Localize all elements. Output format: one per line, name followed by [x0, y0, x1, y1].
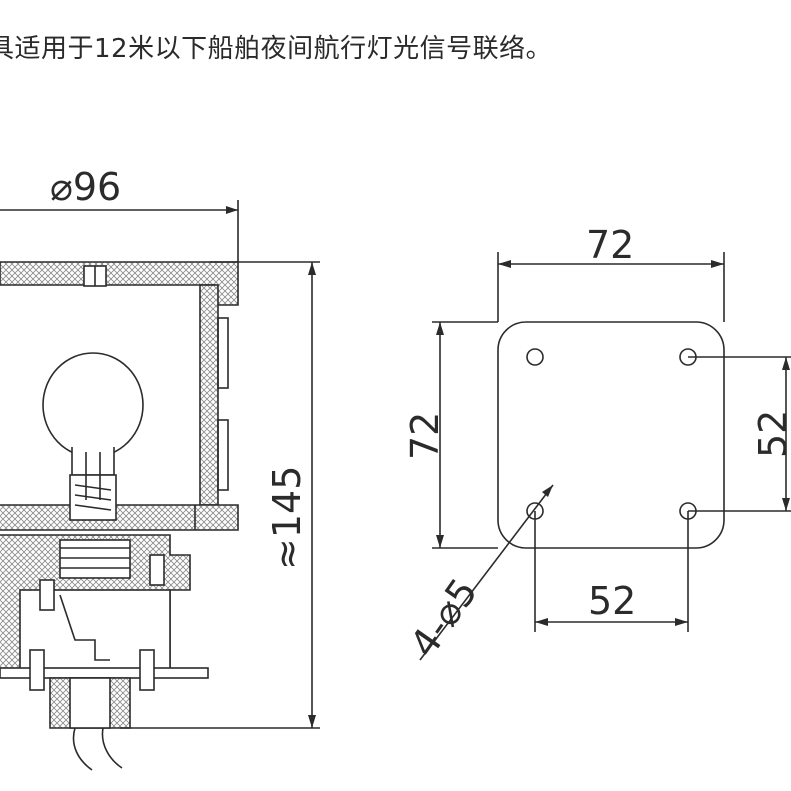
housing-screw-left	[39, 579, 55, 611]
cable	[72, 727, 123, 771]
gland-bore	[69, 677, 111, 729]
lamp-right-wall	[199, 284, 219, 506]
internal-wire	[59, 594, 110, 661]
height-arrow-bottom	[308, 715, 316, 728]
hole-spacing-vertical-label: 52	[751, 410, 791, 458]
diameter-arrow	[226, 206, 238, 214]
width-arrow-right	[711, 260, 724, 268]
mount-hole-top-left	[526, 348, 544, 366]
height-arrow-top	[308, 262, 316, 275]
hole-h-arrow-right	[675, 618, 688, 626]
caption-label: 具适用于12米以下船舶夜间航行灯光信号联络。	[0, 34, 553, 64]
bulb-neck	[71, 447, 115, 476]
plate-height-arrow-top	[436, 322, 444, 335]
mount-screw-right	[139, 649, 155, 691]
hole-spacing-horizontal-label: 52	[588, 579, 636, 623]
height-label: ≈145	[265, 466, 309, 570]
side-view	[0, 200, 320, 771]
hole-v-arrow-top	[782, 357, 790, 370]
base-plate-outline	[497, 321, 725, 549]
hole-leader-line	[419, 484, 554, 661]
wall-rib-lower	[217, 419, 229, 491]
hole-spec-label: 4-⌀5	[401, 570, 486, 665]
housing-screw-right	[149, 554, 165, 586]
hole-v-arrow-bottom	[782, 498, 790, 511]
wall-rib-upper	[217, 317, 229, 389]
plate-height-arrow-bottom	[436, 535, 444, 548]
bulb-glass	[42, 352, 144, 458]
plate-width-label: 72	[586, 223, 634, 267]
hole-h-arrow-left	[535, 618, 548, 626]
mount-screw-left	[29, 649, 45, 691]
base-plate-view	[419, 252, 791, 661]
caption-text: 具适用于12米以下船舶夜间航行灯光信号联络。	[0, 28, 791, 72]
socket-thread	[60, 547, 130, 569]
socket-core	[59, 539, 131, 579]
hole-leader-arrow	[542, 485, 553, 497]
diameter-label: ⌀96	[50, 165, 121, 209]
width-arrow-left	[498, 260, 511, 268]
lamp-bottom-ring	[0, 504, 239, 531]
bulb-thread	[74, 484, 112, 511]
plate-height-label: 72	[403, 412, 447, 460]
